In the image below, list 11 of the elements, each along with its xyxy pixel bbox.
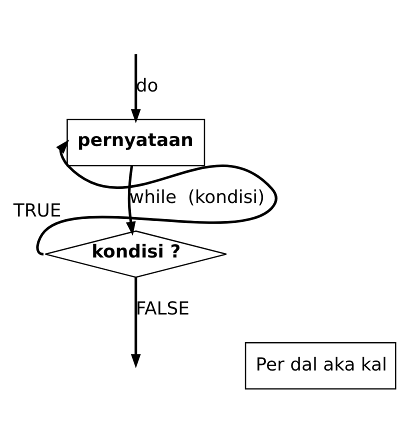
arrow: [130, 54, 141, 123]
edge-label: do: [136, 75, 158, 96]
node-diamond: kondisi ?: [44, 230, 227, 278]
edge-label: FALSE: [136, 298, 190, 320]
edge-label: while (kondisi): [129, 186, 265, 208]
arrow: [126, 165, 136, 236]
arrow: [36, 139, 278, 255]
node-box: pernyataan: [66, 118, 206, 166]
node-box: Per dal aka kal: [244, 342, 396, 390]
edge-label: TRUE: [13, 200, 62, 222]
arrow: [130, 277, 141, 368]
